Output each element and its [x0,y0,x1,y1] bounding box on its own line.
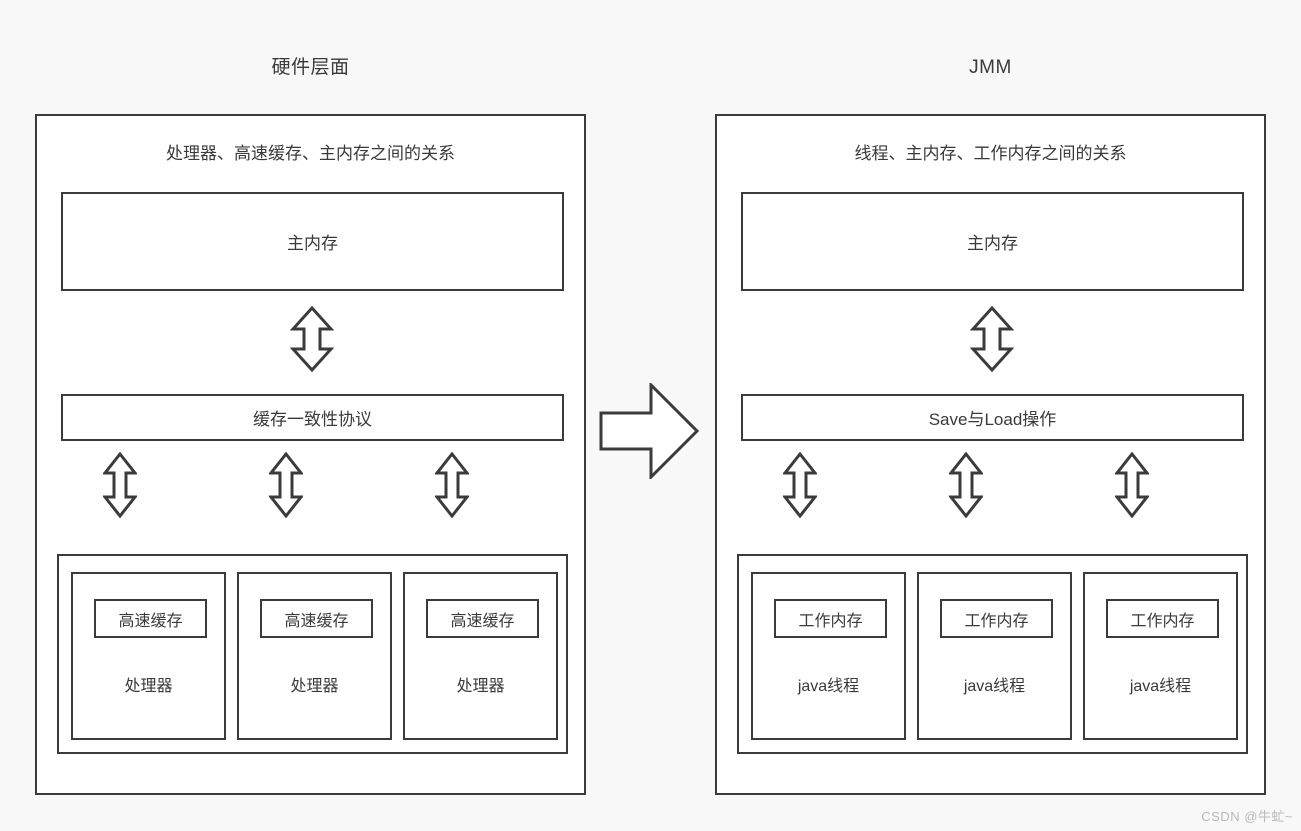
thread-label: java线程 [1129,678,1192,695]
panel-caption-hardware: 处理器、高速缓存、主内存之间的关系 [166,144,455,163]
double-headed-vertical-arrow-icon [970,306,1014,372]
panel-hardware: 处理器、高速缓存、主内存之间的关系 主内存 缓存一致性协议 高速缓存 处理器 高… [35,114,586,795]
main-memory-box-hardware: 主内存 [61,192,564,291]
cache-box: 高速缓存 [94,599,207,638]
processor-unit: 高速缓存 处理器 [403,572,558,740]
panel-title-jmm: JMM [969,57,1012,78]
cache-box: 高速缓存 [260,599,373,638]
double-headed-vertical-arrow-icon [103,452,137,518]
panel-jmm: 线程、主内存、工作内存之间的关系 主内存 Save与Load操作 工作内存 ja… [715,114,1266,795]
working-memory-box: 工作内存 [940,599,1053,638]
processor-group-hardware: 高速缓存 处理器 高速缓存 处理器 高速缓存 处理器 [57,554,568,754]
panel-caption-jmm: 线程、主内存、工作内存之间的关系 [854,144,1127,163]
coherence-protocol-box: 缓存一致性协议 [61,394,564,441]
watermark: CSDN @牛虻~ [1201,809,1293,824]
thread-label: java线程 [797,678,860,695]
cache-box: 高速缓存 [426,599,539,638]
thread-unit: 工作内存 java线程 [751,572,906,740]
processor-label: 处理器 [124,678,173,695]
double-headed-vertical-arrow-icon [435,452,469,518]
main-memory-box-jmm: 主内存 [741,192,1244,291]
thread-label: java线程 [963,678,1026,695]
thread-unit: 工作内存 java线程 [917,572,1072,740]
working-memory-box: 工作内存 [774,599,887,638]
processor-unit: 高速缓存 处理器 [237,572,392,740]
processor-label: 处理器 [290,678,339,695]
thread-group-jmm: 工作内存 java线程 工作内存 java线程 工作内存 java线程 [737,554,1248,754]
right-block-arrow-icon [599,383,699,479]
working-memory-box: 工作内存 [1106,599,1219,638]
double-headed-vertical-arrow-icon [1115,452,1149,518]
double-headed-vertical-arrow-icon [783,452,817,518]
processor-unit: 高速缓存 处理器 [71,572,226,740]
save-load-operation-box: Save与Load操作 [741,394,1244,441]
double-headed-vertical-arrow-icon [949,452,983,518]
double-headed-vertical-arrow-icon [269,452,303,518]
thread-unit: 工作内存 java线程 [1083,572,1238,740]
double-headed-vertical-arrow-icon [290,306,334,372]
panel-title-hardware: 硬件层面 [271,57,350,78]
processor-label: 处理器 [456,678,505,695]
